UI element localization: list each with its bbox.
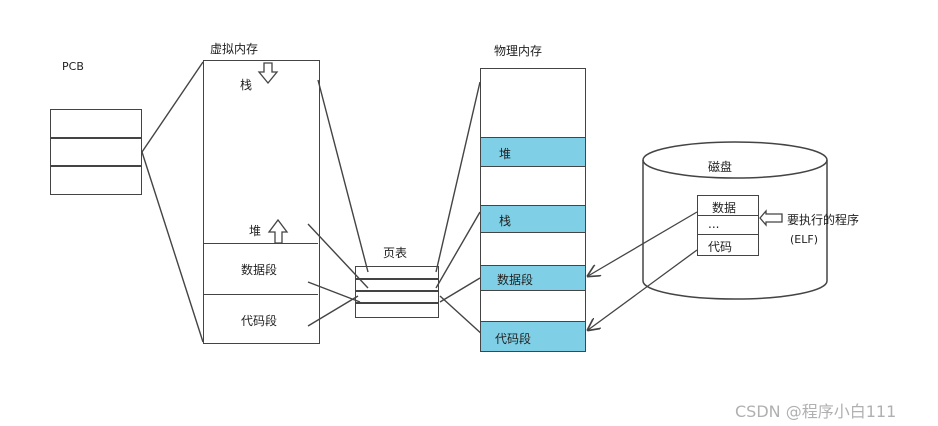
disk-file-data: 数据 xyxy=(697,195,759,216)
pm-data-segment-label: 数据段 xyxy=(497,273,534,287)
page-table-row xyxy=(355,266,439,280)
pcb-block xyxy=(50,109,142,195)
pcb-title: PCB xyxy=(62,60,84,73)
page-table-row xyxy=(355,290,439,304)
disk-file: 数据 ... 代码 xyxy=(697,195,759,256)
vm-code-segment-label: 代码段 xyxy=(241,314,278,328)
pcb-row xyxy=(50,109,142,139)
program-format-label: (ELF) xyxy=(790,233,818,246)
disk-file-code: 代码 xyxy=(697,234,759,256)
pm-heap-label: 堆 xyxy=(499,147,512,161)
pm-stack: 栈 xyxy=(480,205,586,233)
virtual-memory-block: 栈 堆 数据段 代码段 xyxy=(203,60,320,344)
page-table-row xyxy=(355,302,439,318)
disk-file-ellipsis-label: ... xyxy=(708,217,720,231)
program-label: 要执行的程序 xyxy=(787,213,860,227)
watermark: CSDN @程序小白111 xyxy=(735,402,897,421)
vm-data-segment: 数据段 xyxy=(204,243,318,295)
vm-stack-label: 栈 xyxy=(240,78,253,92)
disk-file-ellipsis: ... xyxy=(697,215,759,235)
physical-memory-title: 物理内存 xyxy=(494,44,543,58)
page-table-row xyxy=(355,278,439,292)
pm-stack-label: 栈 xyxy=(499,214,512,228)
disk-title: 磁盘 xyxy=(708,160,733,174)
disk-file-data-label: 数据 xyxy=(712,201,737,215)
page-table-block xyxy=(355,266,439,318)
pm-heap: 堆 xyxy=(480,137,586,167)
virtual-memory-title: 虚拟内存 xyxy=(210,42,259,56)
physical-memory-block: 堆 栈 数据段 代码段 xyxy=(480,68,586,352)
pcb-row xyxy=(50,165,142,195)
vm-data-segment-label: 数据段 xyxy=(241,263,278,277)
pm-code-segment-label: 代码段 xyxy=(495,332,532,346)
page-table-title: 页表 xyxy=(383,246,408,260)
disk-file-code-label: 代码 xyxy=(708,240,733,254)
vm-heap-label: 堆 xyxy=(249,224,262,238)
pm-code-segment: 代码段 xyxy=(480,321,586,352)
pm-data-segment: 数据段 xyxy=(480,265,586,291)
pcb-row xyxy=(50,137,142,167)
